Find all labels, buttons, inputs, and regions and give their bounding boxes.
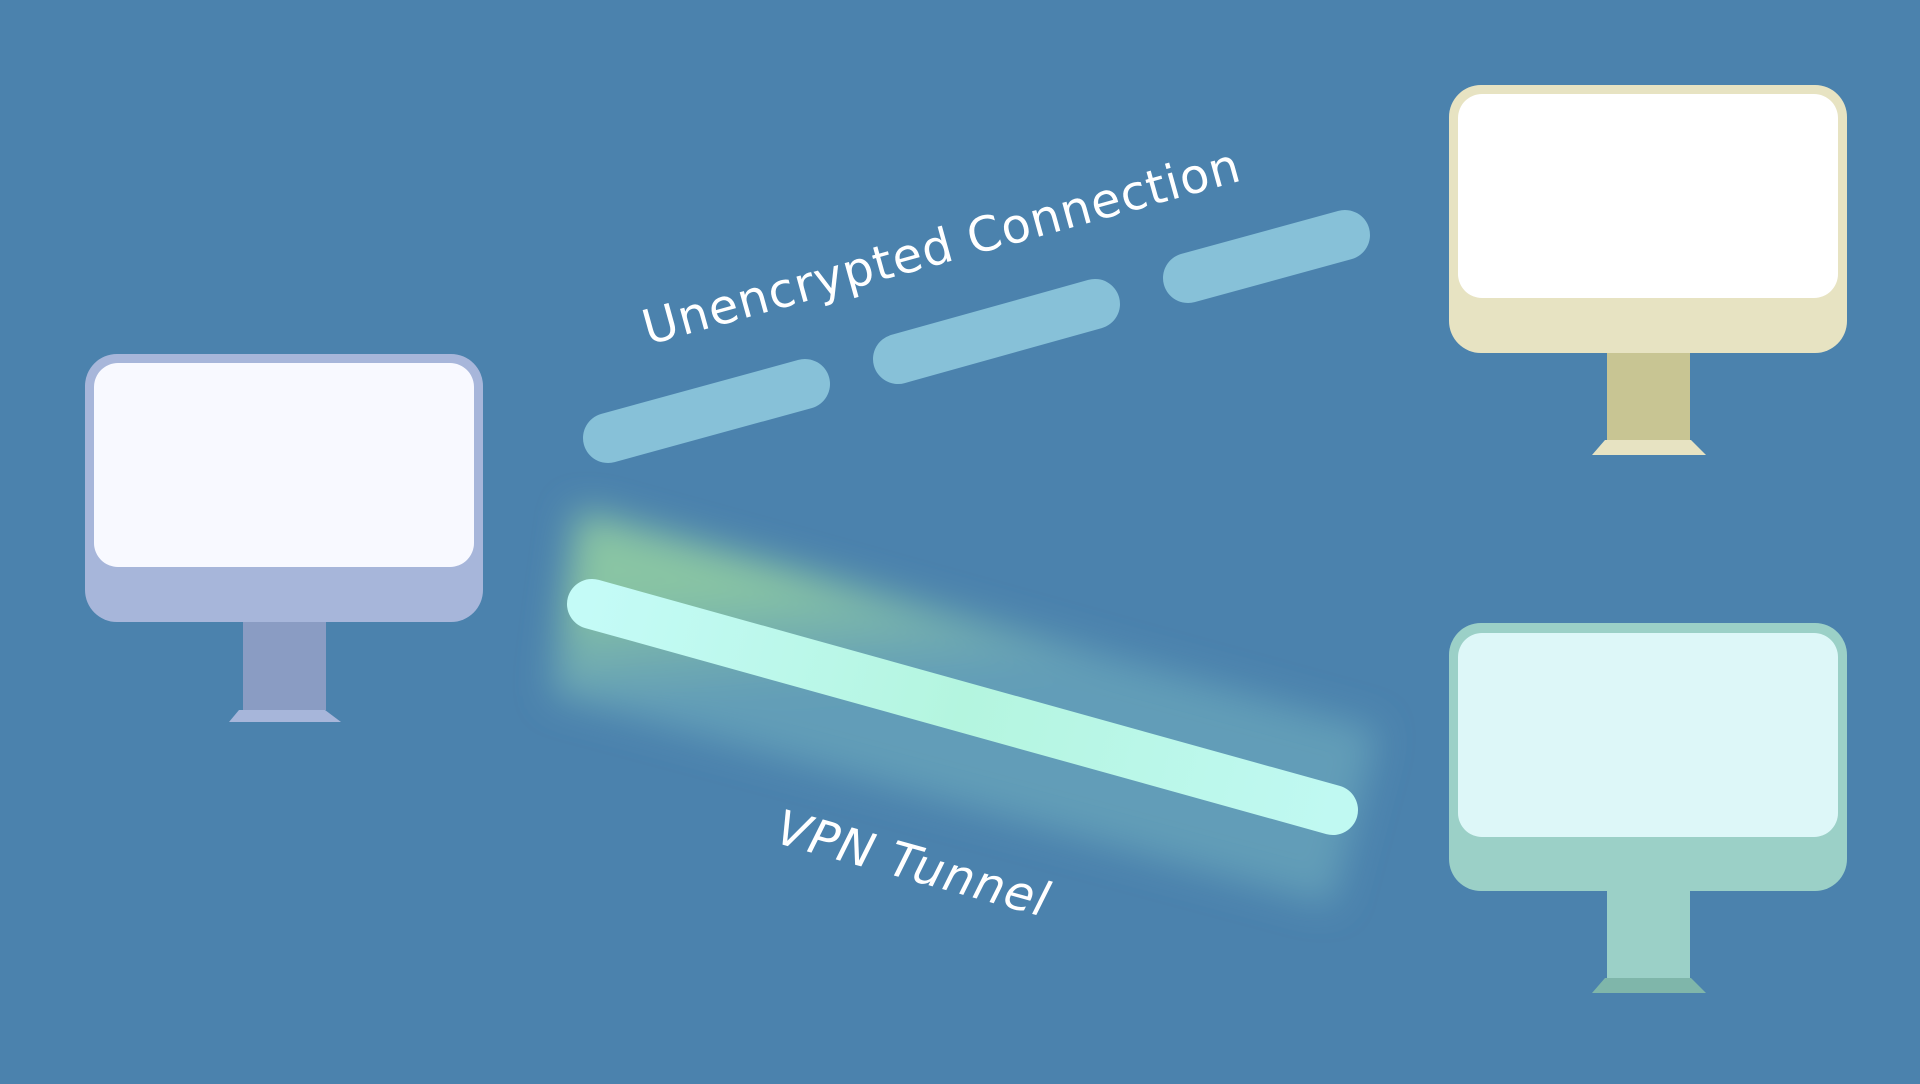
vpn-tunnel-core	[567, 579, 1358, 835]
monitor-stand-base	[1592, 440, 1706, 455]
monitor-stand-base	[1592, 978, 1706, 993]
monitor-stand-base	[229, 710, 341, 722]
vpn-tunnel	[552, 510, 1378, 905]
monitor-screen	[94, 363, 474, 567]
unencrypted-dash-1	[583, 359, 830, 463]
unencrypted-dash-3	[1163, 210, 1370, 303]
monitor-stand-neck	[243, 610, 326, 710]
unencrypted-connection	[583, 210, 1370, 463]
monitor-icon	[85, 354, 483, 722]
unencrypted-dash-2	[873, 279, 1120, 384]
monitor-stand-neck	[1607, 340, 1690, 440]
monitor-icon	[1449, 85, 1847, 455]
monitor-stand-neck	[1607, 880, 1690, 980]
monitor-icon	[1449, 623, 1847, 993]
monitor-screen	[1458, 633, 1838, 837]
source-computer	[85, 354, 483, 722]
server-bottom-computer	[1449, 623, 1847, 993]
monitor-screen	[1458, 94, 1838, 298]
server-top-computer	[1449, 85, 1847, 455]
